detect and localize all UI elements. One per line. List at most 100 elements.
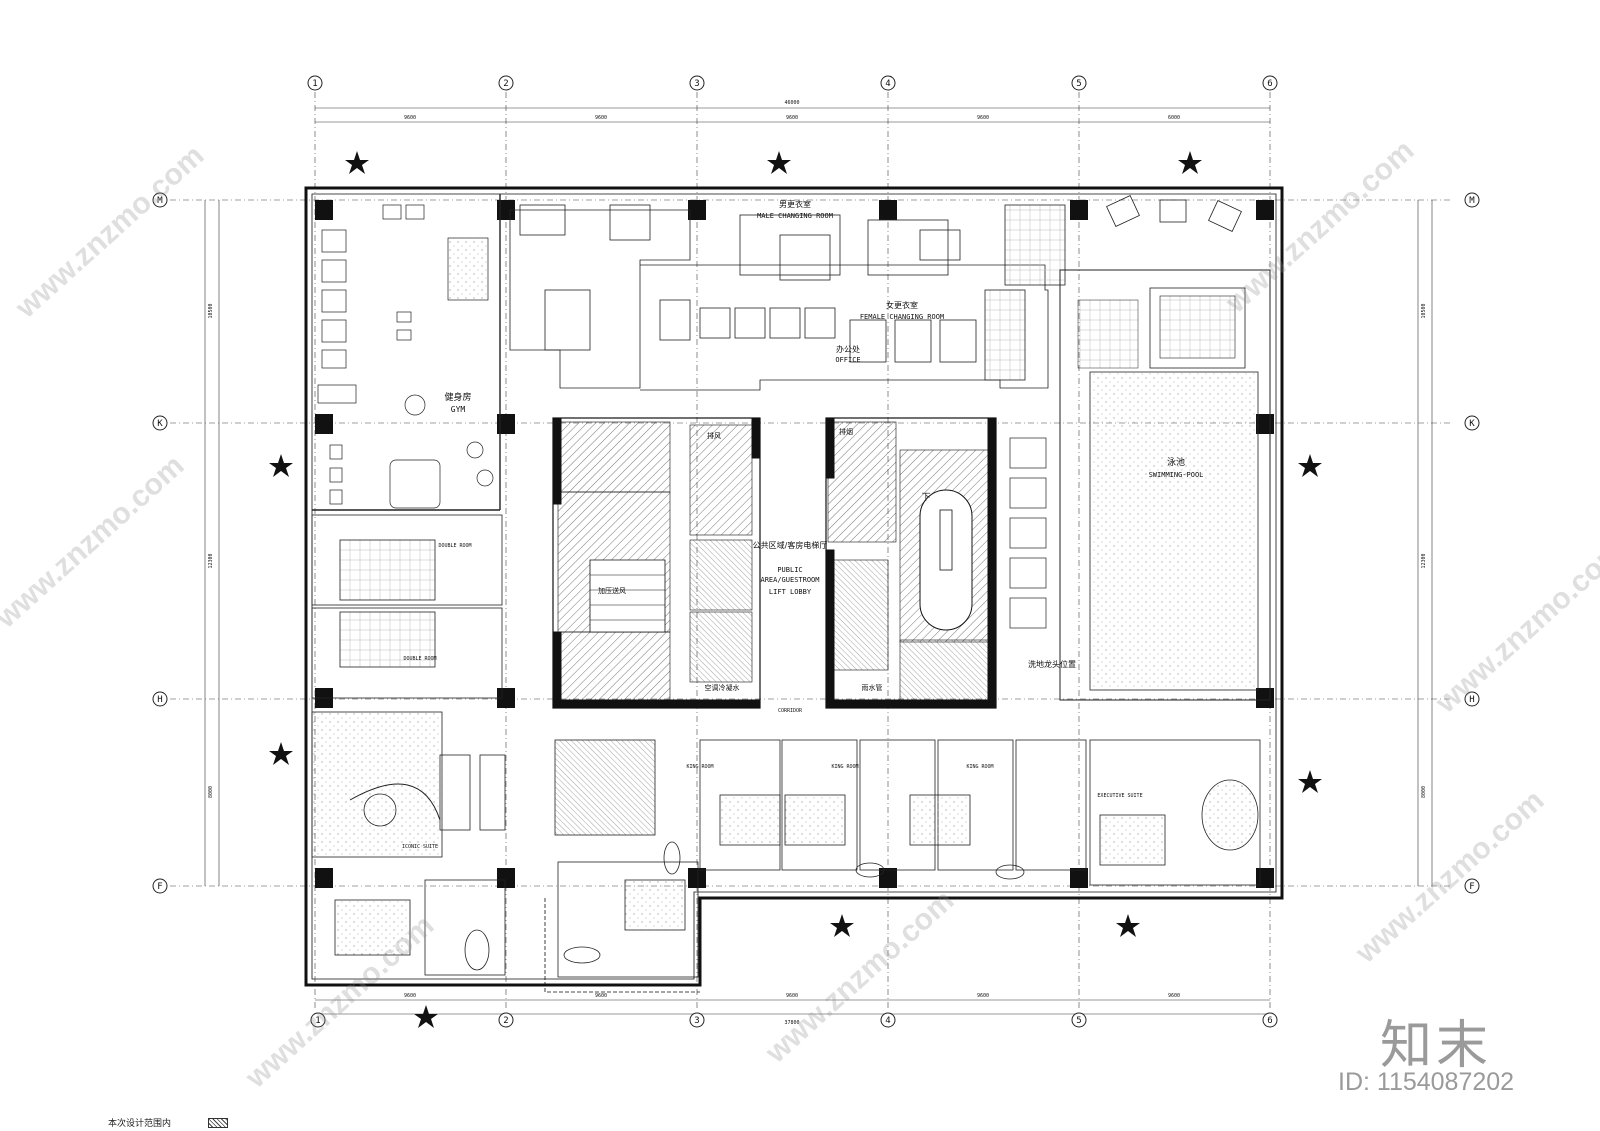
svg-text:K: K [1469,419,1475,429]
pool-side-beds [1009,437,1047,629]
double-room-label: DOUBLE ROOM [438,543,471,549]
star-marker [1298,770,1322,793]
star-marker [414,1005,438,1028]
grid-bubble-col-4-bottom: 4 [880,1012,896,1028]
svg-text:2: 2 [503,79,508,89]
executive-suite-label: EXECUTIVE SUITE [1097,793,1142,799]
pool-loungers [1106,195,1242,232]
star-marker [1116,914,1140,937]
svg-text:1: 1 [315,1016,320,1026]
grid-bubble-col-4-top: 4 [880,75,896,91]
male-changing-label-en: MALE CHANGING ROOM [757,212,833,220]
star-marker [345,151,369,174]
king-room-label: KING ROOM [686,764,713,770]
double-room-label: DOUBLE ROOM [403,656,436,662]
gym-label-en: GYM [451,405,466,414]
dim-top-4: 9600 [977,115,989,121]
legend-label: 本次设计范围内 [108,1119,172,1129]
grid-bubble-col-1-top: 1 [307,75,323,91]
svg-text:4: 4 [885,79,890,89]
lobby-label-cn: 公共区域/客房电梯厅 [753,540,828,550]
king-room-label: KING ROOM [966,764,993,770]
svg-text:H: H [157,695,162,705]
grid-lines [170,92,1450,1010]
grid-bubble-col-3-bottom: 3 [689,1012,705,1028]
west-guestrooms [311,514,506,976]
grid-bubble-row-F-left: F [152,878,168,894]
shaft-label: 排烟 [839,427,853,436]
pool-shower-label: 洗地龙头位置 [1028,659,1076,669]
iconic-suite-label: ICONIC SUITE [402,844,438,850]
watermark-id: ID: 1154087202 [1338,1068,1515,1096]
svg-text:1: 1 [312,79,317,89]
grid-bubble-col-2-bottom: 2 [498,1012,514,1028]
down-mark: 下 [921,493,930,503]
lobby-label-en-3: LIFT LOBBY [769,588,812,596]
dim-right-2: 12300 [1421,553,1427,568]
pool-area [1009,195,1271,701]
svg-text:F: F [1469,882,1474,892]
dim-left-3: 8000 [208,786,214,798]
grid-bubble-row-K-left: K [152,415,168,431]
grid-bubble-row-F-right: F [1464,878,1480,894]
svg-text:F: F [157,882,162,892]
watermark-brand: 知末 [1380,1016,1493,1076]
pool-label-cn: 泳池 [1167,456,1185,468]
female-changing-label-cn: 女更衣室 [886,300,918,310]
female-changing-label-en: FEMALE CHANGING ROOM [860,313,944,321]
svg-text:6: 6 [1267,1016,1272,1026]
male-changing-label-cn: 男更衣室 [779,199,811,209]
svg-text:H: H [1469,695,1474,705]
svg-text:M: M [157,196,163,206]
grid-bubble-col-5-bottom: 5 [1071,1012,1087,1028]
legend-hatch-swatch [208,1118,228,1128]
dim-bottom-1: 9600 [404,993,416,999]
svg-text:5: 5 [1076,1016,1081,1026]
dimension-labels: 46000 9600 9600 9600 9600 6000 9600 9600… [208,100,1427,1026]
svg-text:K: K [157,419,163,429]
pool-label-en: SWIMMING-POOL [1149,471,1204,479]
dim-bottom-5: 9600 [1168,993,1180,999]
grid-bubble-row-K-right: K [1464,415,1480,431]
svg-text:M: M [1469,196,1475,206]
structural-columns [315,200,1274,888]
dim-left-1: 10500 [208,303,214,318]
exterior-walls [304,186,1284,993]
south-room-labels: KING ROOM KING ROOM KING ROOM EXECUTIVE … [686,764,1142,799]
grid-bubble-row-M-left: M [152,192,168,208]
svg-text:2: 2 [503,1016,508,1026]
dim-top-2: 9600 [595,115,607,121]
dim-top-3: 9600 [786,115,798,121]
dim-right-1: 10500 [1421,303,1427,318]
lobby-label-en-1: PUBLIC [777,566,802,574]
gym-area [312,194,501,511]
star-markers [269,151,1322,1028]
dim-left-2: 12300 [208,553,214,568]
grid-bubble-row-M-right: M [1464,192,1480,208]
grid-bubble-col-6-top: 6 [1262,75,1278,91]
svg-text:3: 3 [694,1016,699,1026]
dimension-lines [204,107,1433,1015]
svg-text:5: 5 [1076,79,1081,89]
star-marker [830,914,854,937]
star-marker [767,151,791,174]
grid-bubble-row-H-right: H [1464,691,1480,707]
shaft-label: 雨水管 [862,683,883,692]
shaft-label: 排风 [707,431,721,440]
grid-bubble-col-2-top: 2 [498,75,514,91]
dim-right-3: 8000 [1421,786,1427,798]
dim-top-1: 9600 [404,115,416,121]
dim-top-total: 46000 [784,100,799,106]
grid-bubble-col-1-bottom: 1 [310,1012,326,1028]
grid-bubble-col-6-bottom: 6 [1262,1012,1278,1028]
shaft-label: 加压送风 [598,586,626,595]
star-marker [269,454,293,477]
grid-bubble-col-3-top: 3 [689,75,705,91]
west-room-labels: DOUBLE ROOM DOUBLE ROOM ICONIC SUITE [402,543,472,850]
svg-text:4: 4 [885,1016,890,1026]
south-guestrooms [554,739,1261,978]
changing-room-labels: 男更衣室 MALE CHANGING ROOM 女更衣室 FEMALE CHAN… [757,199,944,364]
dim-top-5: 6000 [1168,115,1180,121]
grid-bubble-col-5-top: 5 [1071,75,1087,91]
grid-bubble-row-H-left: H [152,691,168,707]
